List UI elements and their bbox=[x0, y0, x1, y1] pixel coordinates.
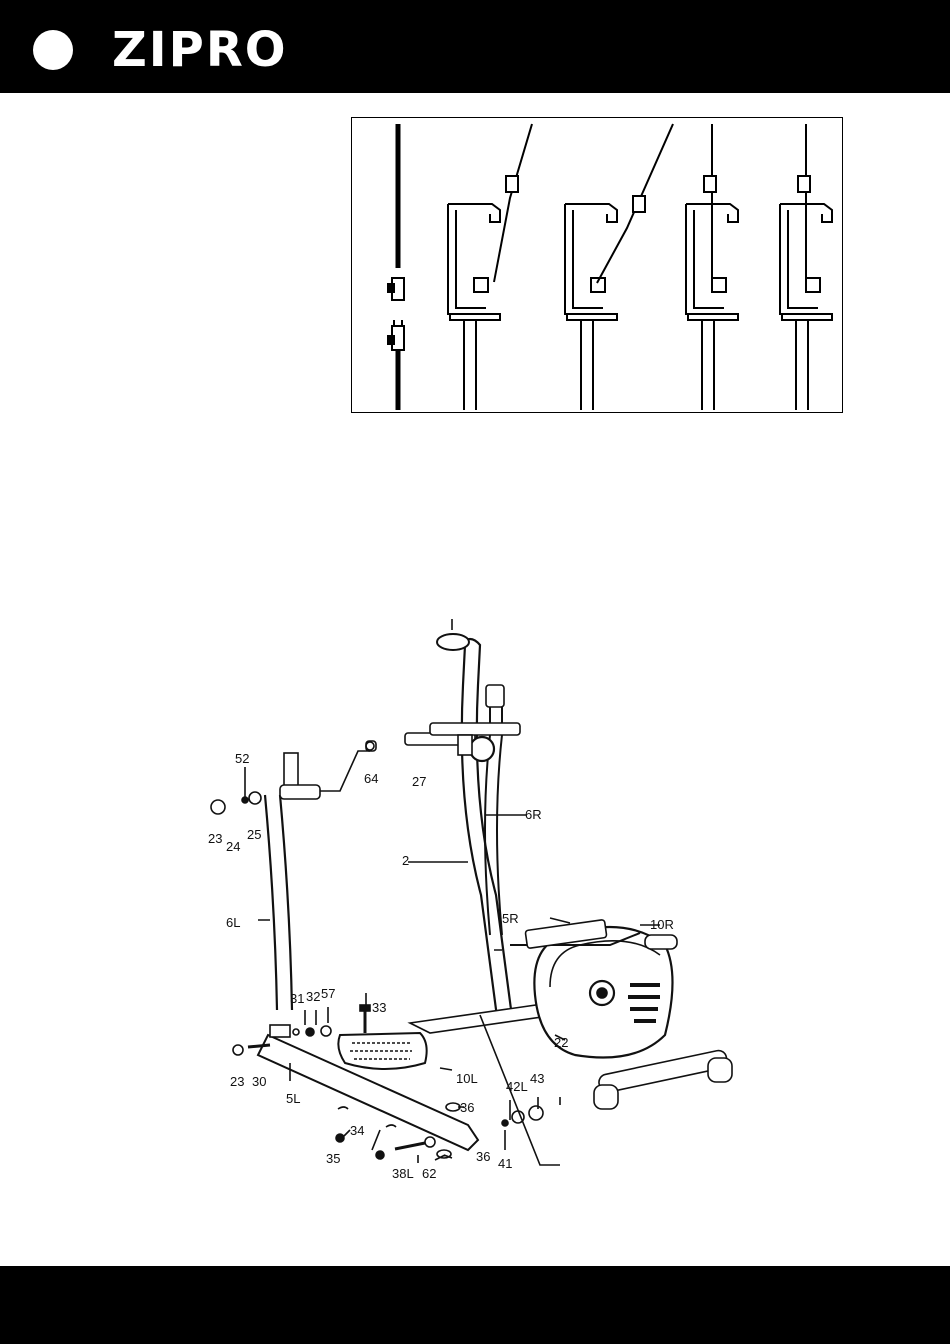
clamp-stroke bbox=[780, 204, 824, 314]
cable-ferrule bbox=[506, 176, 518, 192]
cable-ferrule bbox=[704, 176, 716, 192]
part-label: 35 bbox=[326, 1151, 340, 1166]
clamp-stroke bbox=[688, 314, 738, 320]
part-label: 33 bbox=[372, 1000, 386, 1015]
part-label: 31 bbox=[290, 991, 304, 1006]
brand-logo-icon bbox=[33, 30, 73, 70]
part-label: 32 bbox=[306, 989, 320, 1004]
part-label: 36 bbox=[476, 1149, 490, 1164]
clamp-stroke bbox=[450, 314, 500, 320]
cable-ferrule bbox=[798, 176, 810, 192]
part-label: 64 bbox=[364, 771, 378, 786]
part-label: 23 bbox=[230, 1074, 244, 1089]
part-label: 62 bbox=[422, 1166, 436, 1181]
part-label: 5R bbox=[502, 911, 519, 926]
clamp-stroke bbox=[806, 278, 820, 292]
clamp-stroke bbox=[788, 210, 818, 308]
clamp-stroke bbox=[686, 204, 730, 314]
clamp-stroke bbox=[565, 204, 609, 314]
brake-cable bbox=[494, 124, 532, 282]
part-label: 24 bbox=[226, 839, 240, 854]
part-label: 10L bbox=[456, 1071, 478, 1086]
brand-logo: ZIPRO bbox=[112, 18, 288, 82]
clamp-stroke bbox=[448, 204, 492, 314]
cable-connection-steps-illustration bbox=[351, 117, 843, 413]
part-label: 30 bbox=[252, 1074, 266, 1089]
clamp-stroke bbox=[712, 278, 726, 292]
part-label: 22 bbox=[554, 1035, 568, 1050]
part-label: 5L bbox=[286, 1091, 300, 1106]
clamp-stroke bbox=[702, 320, 714, 410]
clamp-stroke bbox=[474, 278, 488, 292]
clamp-stroke bbox=[581, 320, 593, 410]
part-label: 42L bbox=[506, 1079, 528, 1094]
part-label: 6R bbox=[525, 807, 542, 822]
part-label: 38L bbox=[392, 1166, 414, 1181]
clamp-stroke bbox=[464, 320, 476, 410]
part-label: 41 bbox=[498, 1156, 512, 1171]
part-label: 34 bbox=[350, 1123, 364, 1138]
clamp-stroke bbox=[456, 210, 486, 308]
clamp-stroke bbox=[694, 210, 724, 308]
cable-ferrule bbox=[633, 196, 645, 212]
clamp-stroke bbox=[567, 314, 617, 320]
part-label: 23 bbox=[208, 831, 222, 846]
part-label: 10R bbox=[650, 917, 674, 932]
part-label: 36 bbox=[460, 1100, 474, 1115]
part-label: 43 bbox=[530, 1071, 544, 1086]
exploded-assembly-diagram: 52 23 24 25 64 27 6R 2 6L 5R 10R 31 32 5… bbox=[190, 615, 750, 1195]
part-label: 27 bbox=[412, 774, 426, 789]
page-header: ZIPRO bbox=[0, 0, 950, 93]
part-label: 52 bbox=[235, 751, 249, 766]
part-label: 25 bbox=[247, 827, 261, 842]
part-label: 2 bbox=[402, 853, 409, 868]
page-footer bbox=[0, 1266, 950, 1344]
clamp-stroke bbox=[796, 320, 808, 410]
clamp-stroke bbox=[573, 210, 603, 308]
part-label: 6L bbox=[226, 915, 240, 930]
clamp-stroke bbox=[782, 314, 832, 320]
part-label: 57 bbox=[321, 986, 335, 1001]
